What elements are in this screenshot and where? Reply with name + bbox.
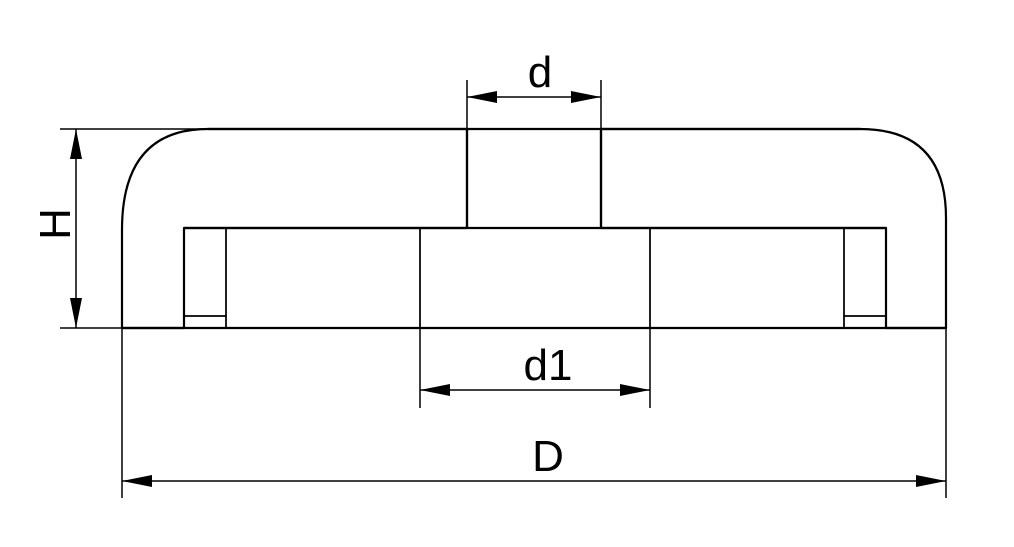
dim-H-label: H [31, 208, 80, 240]
dim-d-label: d [528, 48, 552, 97]
dim-d-arrow-right [571, 91, 601, 103]
ring-left-section [183, 227, 227, 317]
dim-H-arrow-bottom [70, 298, 82, 328]
dimension-H: H [31, 128, 208, 329]
ring-right-base [843, 315, 887, 329]
dim-H-arrow-top [70, 129, 82, 159]
annular-ring-sections [183, 227, 887, 329]
dim-d1-label: d1 [524, 341, 573, 390]
dim-d1-arrow-left [420, 384, 450, 396]
magnet-left-section [225, 227, 421, 329]
bore-outlines [122, 127, 946, 330]
dimension-D: D [121, 328, 947, 498]
ring-right-section [843, 227, 887, 317]
dim-D-label: D [532, 432, 564, 481]
dim-d1-arrow-right [620, 384, 650, 396]
ring-left-base [183, 315, 227, 329]
dim-D-arrow-right [916, 475, 946, 487]
dimension-d1: d1 [419, 328, 651, 408]
dimension-d: d [466, 48, 602, 129]
magnet-right-section [649, 227, 845, 329]
magnet-ring [225, 227, 845, 329]
dim-d-arrow-left [467, 91, 497, 103]
dim-D-arrow-left [122, 475, 152, 487]
